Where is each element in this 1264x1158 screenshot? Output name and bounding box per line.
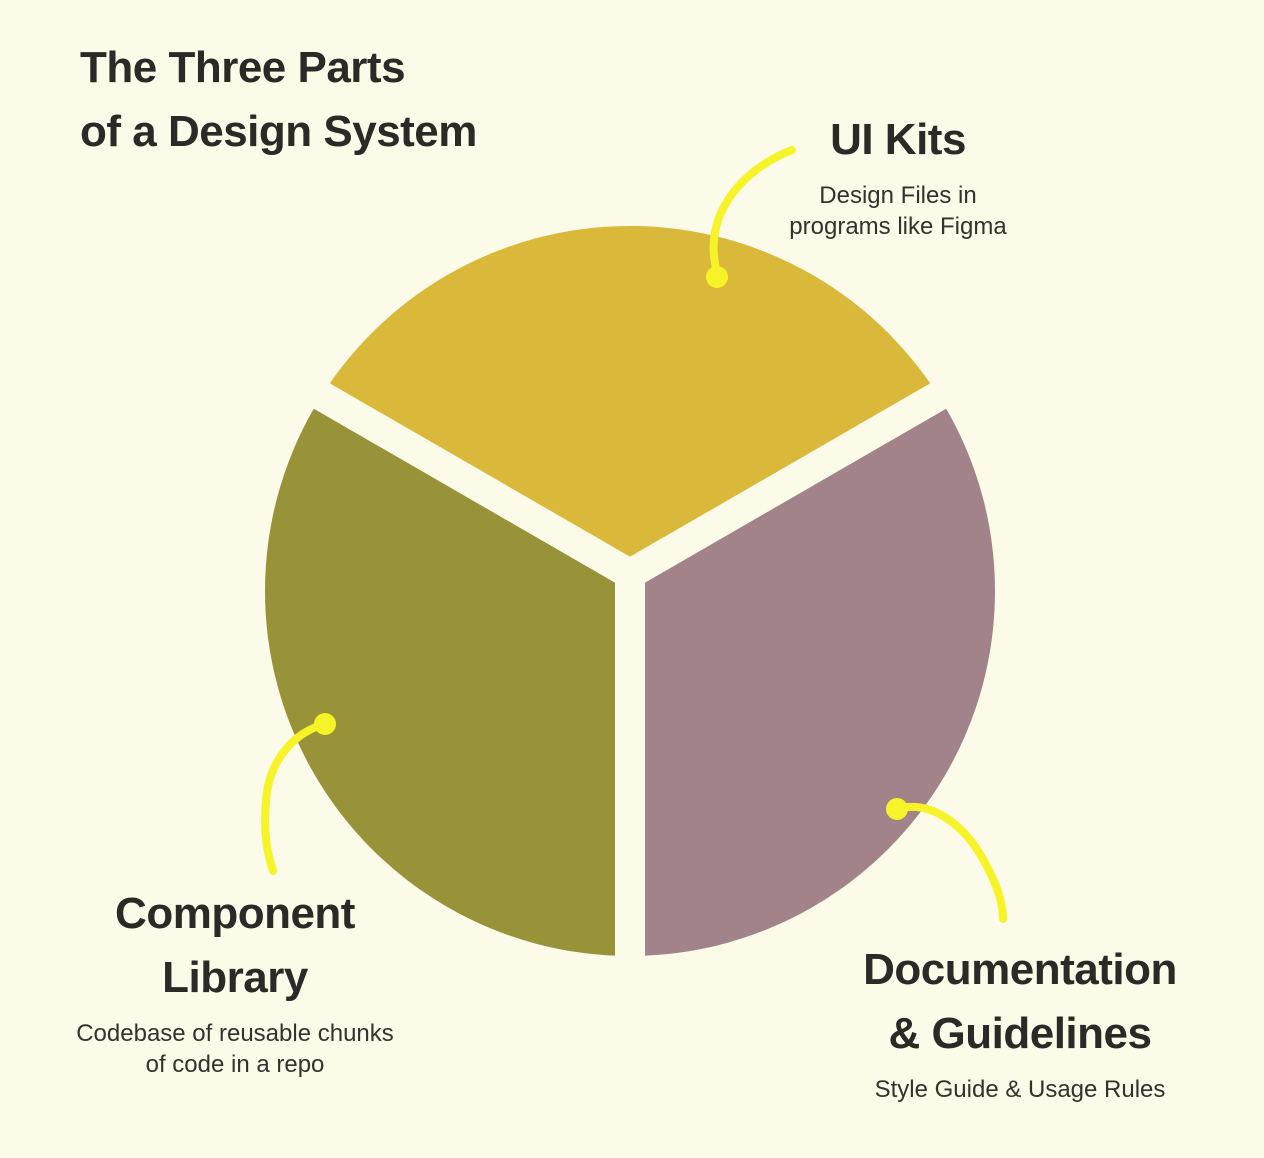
documentation-heading: Documentation & Guidelines xyxy=(818,938,1222,1066)
connector-component-library xyxy=(261,720,329,875)
component-library-description-line-1: Codebase of reusable chunks xyxy=(76,1020,394,1047)
label-documentation: Documentation & Guidelines Style Guide &… xyxy=(818,938,1222,1105)
ui-kits-description: Design Files in programs like Figma xyxy=(698,180,1098,242)
page-title-line-1: The Three Parts xyxy=(80,43,406,92)
documentation-heading-line-1: Documentation xyxy=(863,945,1177,994)
component-library-description: Codebase of reusable chunks of code in a… xyxy=(30,1018,440,1080)
label-ui-kits: UI Kits Design Files in programs like Fi… xyxy=(698,108,1098,242)
page-title-line-2: of a Design System xyxy=(80,107,477,156)
ui-kits-description-line-1: Design Files in xyxy=(819,182,977,209)
documentation-description-line-1: Style Guide & Usage Rules xyxy=(874,1076,1166,1103)
connector-group xyxy=(261,146,1007,923)
connector-dot-documentation xyxy=(886,798,908,820)
connector-ui-kits xyxy=(709,146,796,272)
component-library-heading-line-2: Library xyxy=(162,953,308,1002)
slice-divider-upper-left xyxy=(280,363,638,587)
ui-kits-heading: UI Kits xyxy=(830,115,966,164)
component-library-heading: Component Library xyxy=(30,882,440,1010)
connector-documentation xyxy=(893,803,1007,923)
slice-divider-group xyxy=(280,363,980,998)
pie-slice-documentation xyxy=(630,408,996,956)
component-library-description-line-2: of code in a repo xyxy=(145,1051,325,1078)
connector-dot-component-library xyxy=(314,713,336,735)
page-title: The Three Parts of a Design System xyxy=(80,36,477,164)
documentation-description: Style Guide & Usage Rules xyxy=(818,1074,1222,1105)
slice-divider-upper-right xyxy=(622,363,980,587)
documentation-heading-line-2: & Guidelines xyxy=(888,1009,1152,1058)
label-component-library: Component Library Codebase of reusable c… xyxy=(30,882,440,1080)
ui-kits-description-line-2: programs like Figma xyxy=(789,213,1007,240)
pie-slice-component-library xyxy=(264,408,630,956)
connector-dot-ui-kits xyxy=(706,266,728,288)
component-library-heading-line-1: Component xyxy=(115,889,355,938)
